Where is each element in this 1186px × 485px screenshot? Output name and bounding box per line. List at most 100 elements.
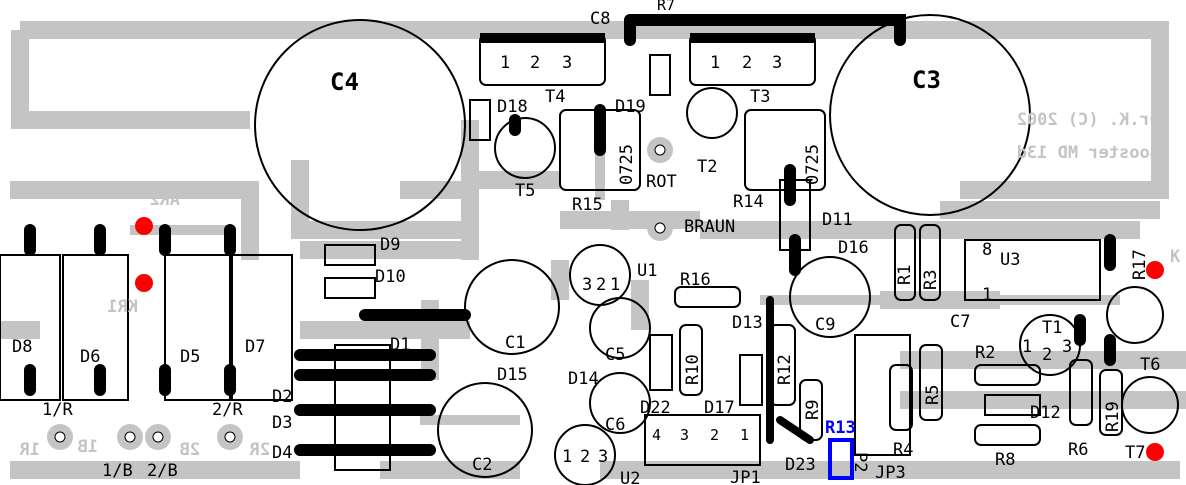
r10-outline: [679, 324, 703, 396]
label-d3: D3: [272, 413, 292, 433]
d13-outline: [739, 354, 763, 406]
svg-text:R9: R9: [803, 400, 823, 420]
svg-text:3: 3: [1062, 337, 1072, 357]
svg-text:1: 1: [710, 53, 720, 73]
label-t7: T7: [1125, 443, 1145, 463]
svg-text:2: 2: [580, 447, 590, 467]
svg-text:3: 3: [562, 53, 572, 73]
label-d17: D17: [704, 398, 735, 418]
label-r6: R6: [1068, 440, 1088, 460]
label-d16: D16: [838, 238, 869, 258]
d11-outline: [779, 179, 811, 251]
label-u2: U2: [620, 469, 640, 485]
r14-block: [744, 109, 826, 191]
r16-outline: [674, 286, 741, 308]
svg-text:0725: 0725: [803, 144, 823, 185]
u2-outline: [554, 424, 616, 485]
label-d13: D13: [732, 313, 763, 333]
c9-outline: [789, 256, 871, 338]
svg-text:2: 2: [1042, 345, 1052, 365]
d8-outline: [0, 254, 61, 401]
svg-text:1/B: 1/B: [102, 461, 133, 481]
label-d18: D18: [497, 97, 528, 117]
label-d14: D14: [568, 369, 599, 389]
t5-outline: [494, 117, 556, 179]
d6-outline: [62, 254, 129, 401]
r3-outline: [919, 224, 941, 301]
d9-outline: [324, 244, 376, 266]
label-c2: C2: [472, 455, 492, 475]
svg-text:2: 2: [596, 275, 606, 295]
label-kr1: KR1: [107, 297, 138, 317]
svg-text:R1: R1: [895, 265, 915, 285]
label-r4: R4: [893, 440, 913, 460]
c4-outline: [254, 19, 466, 231]
svg-text:1R: 1R: [19, 440, 40, 460]
label-d6: D6: [80, 347, 100, 367]
label-rot: ROT: [646, 172, 677, 192]
label-d4: D4: [272, 443, 292, 463]
svg-text:2/R: 2/R: [212, 400, 243, 420]
d18-outline: [469, 99, 491, 141]
label-u1: U1: [637, 261, 657, 281]
t6-outline: [1106, 286, 1164, 344]
svg-text:1: 1: [1022, 337, 1032, 357]
r19-outline: [1099, 369, 1123, 436]
label-d11: D11: [822, 210, 853, 230]
pads: [47, 137, 673, 450]
svg-text:1: 1: [982, 285, 992, 305]
svg-text:3: 3: [772, 53, 782, 73]
label-c8: C8: [590, 9, 610, 29]
d10-outline: [324, 277, 376, 299]
svg-text:1B: 1B: [78, 437, 98, 457]
r1-outline: [894, 224, 916, 301]
d1-d4-array: [334, 344, 391, 471]
svg-text:K: K: [1170, 247, 1181, 267]
r5-outline: [919, 344, 943, 421]
svg-text:8: 8: [982, 240, 992, 260]
svg-text:0725: 0725: [617, 144, 637, 185]
r6-outline: [1069, 359, 1093, 426]
label-d10: D10: [375, 267, 406, 287]
marker-r17: [1146, 261, 1164, 279]
label-t6: T6: [1140, 355, 1160, 375]
label-t4: T4: [545, 87, 565, 107]
svg-text:3: 3: [680, 426, 689, 444]
label-jp3: JP3: [875, 463, 906, 483]
svg-text:3: 3: [598, 447, 608, 467]
label-d5: D5: [180, 347, 200, 367]
label-t1: T1: [1042, 318, 1062, 338]
r2-outline: [974, 364, 1041, 386]
marker-kr1: [135, 274, 153, 292]
t2-outline: [686, 87, 738, 139]
component-outlines: [0, 14, 1179, 485]
label-d8: D8: [12, 337, 32, 357]
svg-text:1: 1: [500, 53, 510, 73]
label-t5: T5: [515, 181, 535, 201]
svg-text:1: 1: [562, 447, 572, 467]
c1-outline: [464, 259, 560, 355]
svg-text:2: 2: [710, 426, 719, 444]
svg-text:3: 3: [582, 275, 592, 295]
label-d22: D22: [640, 398, 671, 418]
u1-outline: [569, 244, 631, 306]
copyright-text: Dr.K. (C) 2002: [1017, 110, 1160, 130]
board-name-text: Booster MD 13d: [1017, 143, 1160, 163]
label-ar2: AR2: [149, 190, 180, 210]
svg-text:2/B: 2/B: [147, 461, 178, 481]
label-c3: C3: [912, 66, 941, 94]
marker-t7: [1146, 443, 1164, 461]
svg-text:4: 4: [652, 426, 661, 444]
r8-outline: [974, 424, 1041, 446]
svg-text:1/R: 1/R: [42, 400, 73, 420]
label-t3: T3: [750, 87, 770, 107]
label-d23: D23: [785, 455, 816, 475]
r9-outline: [799, 379, 823, 441]
r12-outline: [769, 324, 796, 406]
label-jp1: JP1: [730, 468, 761, 485]
label-d15: D15: [497, 365, 528, 385]
d12-outline: [984, 394, 1041, 416]
red-markers: [135, 217, 1164, 461]
d7-outline: [231, 254, 293, 401]
